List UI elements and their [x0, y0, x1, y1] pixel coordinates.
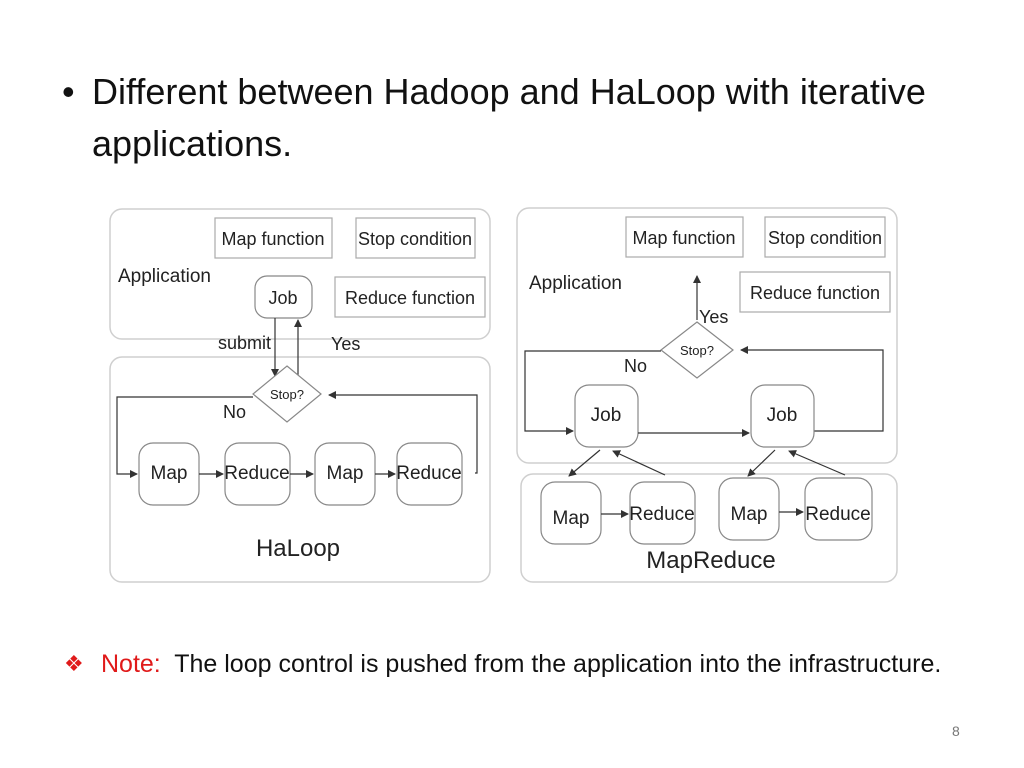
mapreduce-reduce-node-2: [804, 477, 873, 541]
mapreduce-diagram: Application Map function Stop condition …: [516, 207, 898, 583]
haloop-reduce-node-2: [396, 442, 463, 506]
mapreduce-reduce-function-text: Reduce function: [750, 283, 880, 303]
mapreduce-reduce-function-box: [739, 271, 891, 313]
mapreduce-stop-condition-text: Stop condition: [768, 228, 882, 248]
haloop-no-label: No: [223, 402, 246, 422]
note-diamond-icon: ❖: [64, 651, 84, 676]
mapreduce-map-node-1: [540, 481, 602, 545]
mapreduce-reduce-text-1: Reduce: [629, 504, 695, 525]
mapreduce-stop-decision: [660, 321, 734, 379]
mapreduce-execution-region: [520, 473, 898, 583]
haloop-yes-label: Yes: [331, 334, 360, 354]
mapreduce-map-function-box: [625, 216, 744, 258]
mapreduce-yes-label: Yes: [699, 307, 728, 327]
mapreduce-application-label: Application: [529, 273, 622, 294]
haloop-reduce-function-box: [334, 276, 486, 318]
haloop-reduce-text-1: Reduce: [224, 463, 290, 484]
note: ❖ Note: The loop control is pushed from …: [64, 646, 944, 682]
haloop-stop-text: Stop?: [270, 387, 304, 402]
mapreduce-map-text-1: Map: [553, 508, 590, 529]
bullet-text: Different between Hadoop and HaLoop with…: [92, 71, 926, 164]
mapreduce-stop-text: Stop?: [680, 343, 714, 358]
haloop-map-function-box: [214, 217, 333, 259]
haloop-title: HaLoop: [256, 535, 340, 562]
haloop-job-text: Job: [268, 288, 297, 308]
haloop-job-node: [254, 275, 313, 319]
bullet-glyph: •: [62, 71, 75, 112]
haloop-stop-condition-text: Stop condition: [358, 229, 472, 249]
mapreduce-reduce-text-2: Reduce: [805, 504, 871, 525]
mapreduce-no-label: No: [624, 356, 647, 376]
haloop-map-text-2: Map: [327, 463, 364, 484]
mapreduce-job-text-1: Job: [591, 405, 622, 426]
mapreduce-job-node-2: [750, 384, 815, 448]
haloop-application-label: Application: [118, 266, 211, 287]
mapreduce-map-text-2: Map: [731, 504, 768, 525]
bullet-point: • Different between Hadoop and HaLoop wi…: [62, 66, 962, 170]
haloop-diagram: Application Map function Stop condition …: [109, 208, 491, 583]
page-number: 8: [952, 723, 960, 739]
haloop-loop-region: [109, 356, 491, 583]
haloop-map-function-text: Map function: [221, 229, 324, 249]
mapreduce-stop-condition-box: [764, 216, 886, 258]
mapreduce-job-node-1: [574, 384, 639, 448]
haloop-map-text-1: Map: [151, 463, 188, 484]
mapreduce-title: MapReduce: [646, 547, 775, 574]
note-text: The loop control is pushed from the appl…: [174, 650, 942, 678]
haloop-submit-label: submit: [218, 333, 271, 353]
note-label: Note:: [101, 650, 161, 678]
comparison-diagram: Application Map function Stop condition …: [109, 207, 898, 583]
haloop-reduce-function-text: Reduce function: [345, 288, 475, 308]
mapreduce-job-text-2: Job: [767, 405, 798, 426]
mapreduce-map-node-2: [718, 477, 780, 541]
mapreduce-reduce-node-1: [629, 481, 696, 545]
haloop-stop-decision: [252, 365, 322, 423]
mapreduce-map-function-text: Map function: [632, 228, 735, 248]
haloop-reduce-text-2: Reduce: [396, 463, 462, 484]
haloop-stop-condition-box: [355, 217, 476, 259]
